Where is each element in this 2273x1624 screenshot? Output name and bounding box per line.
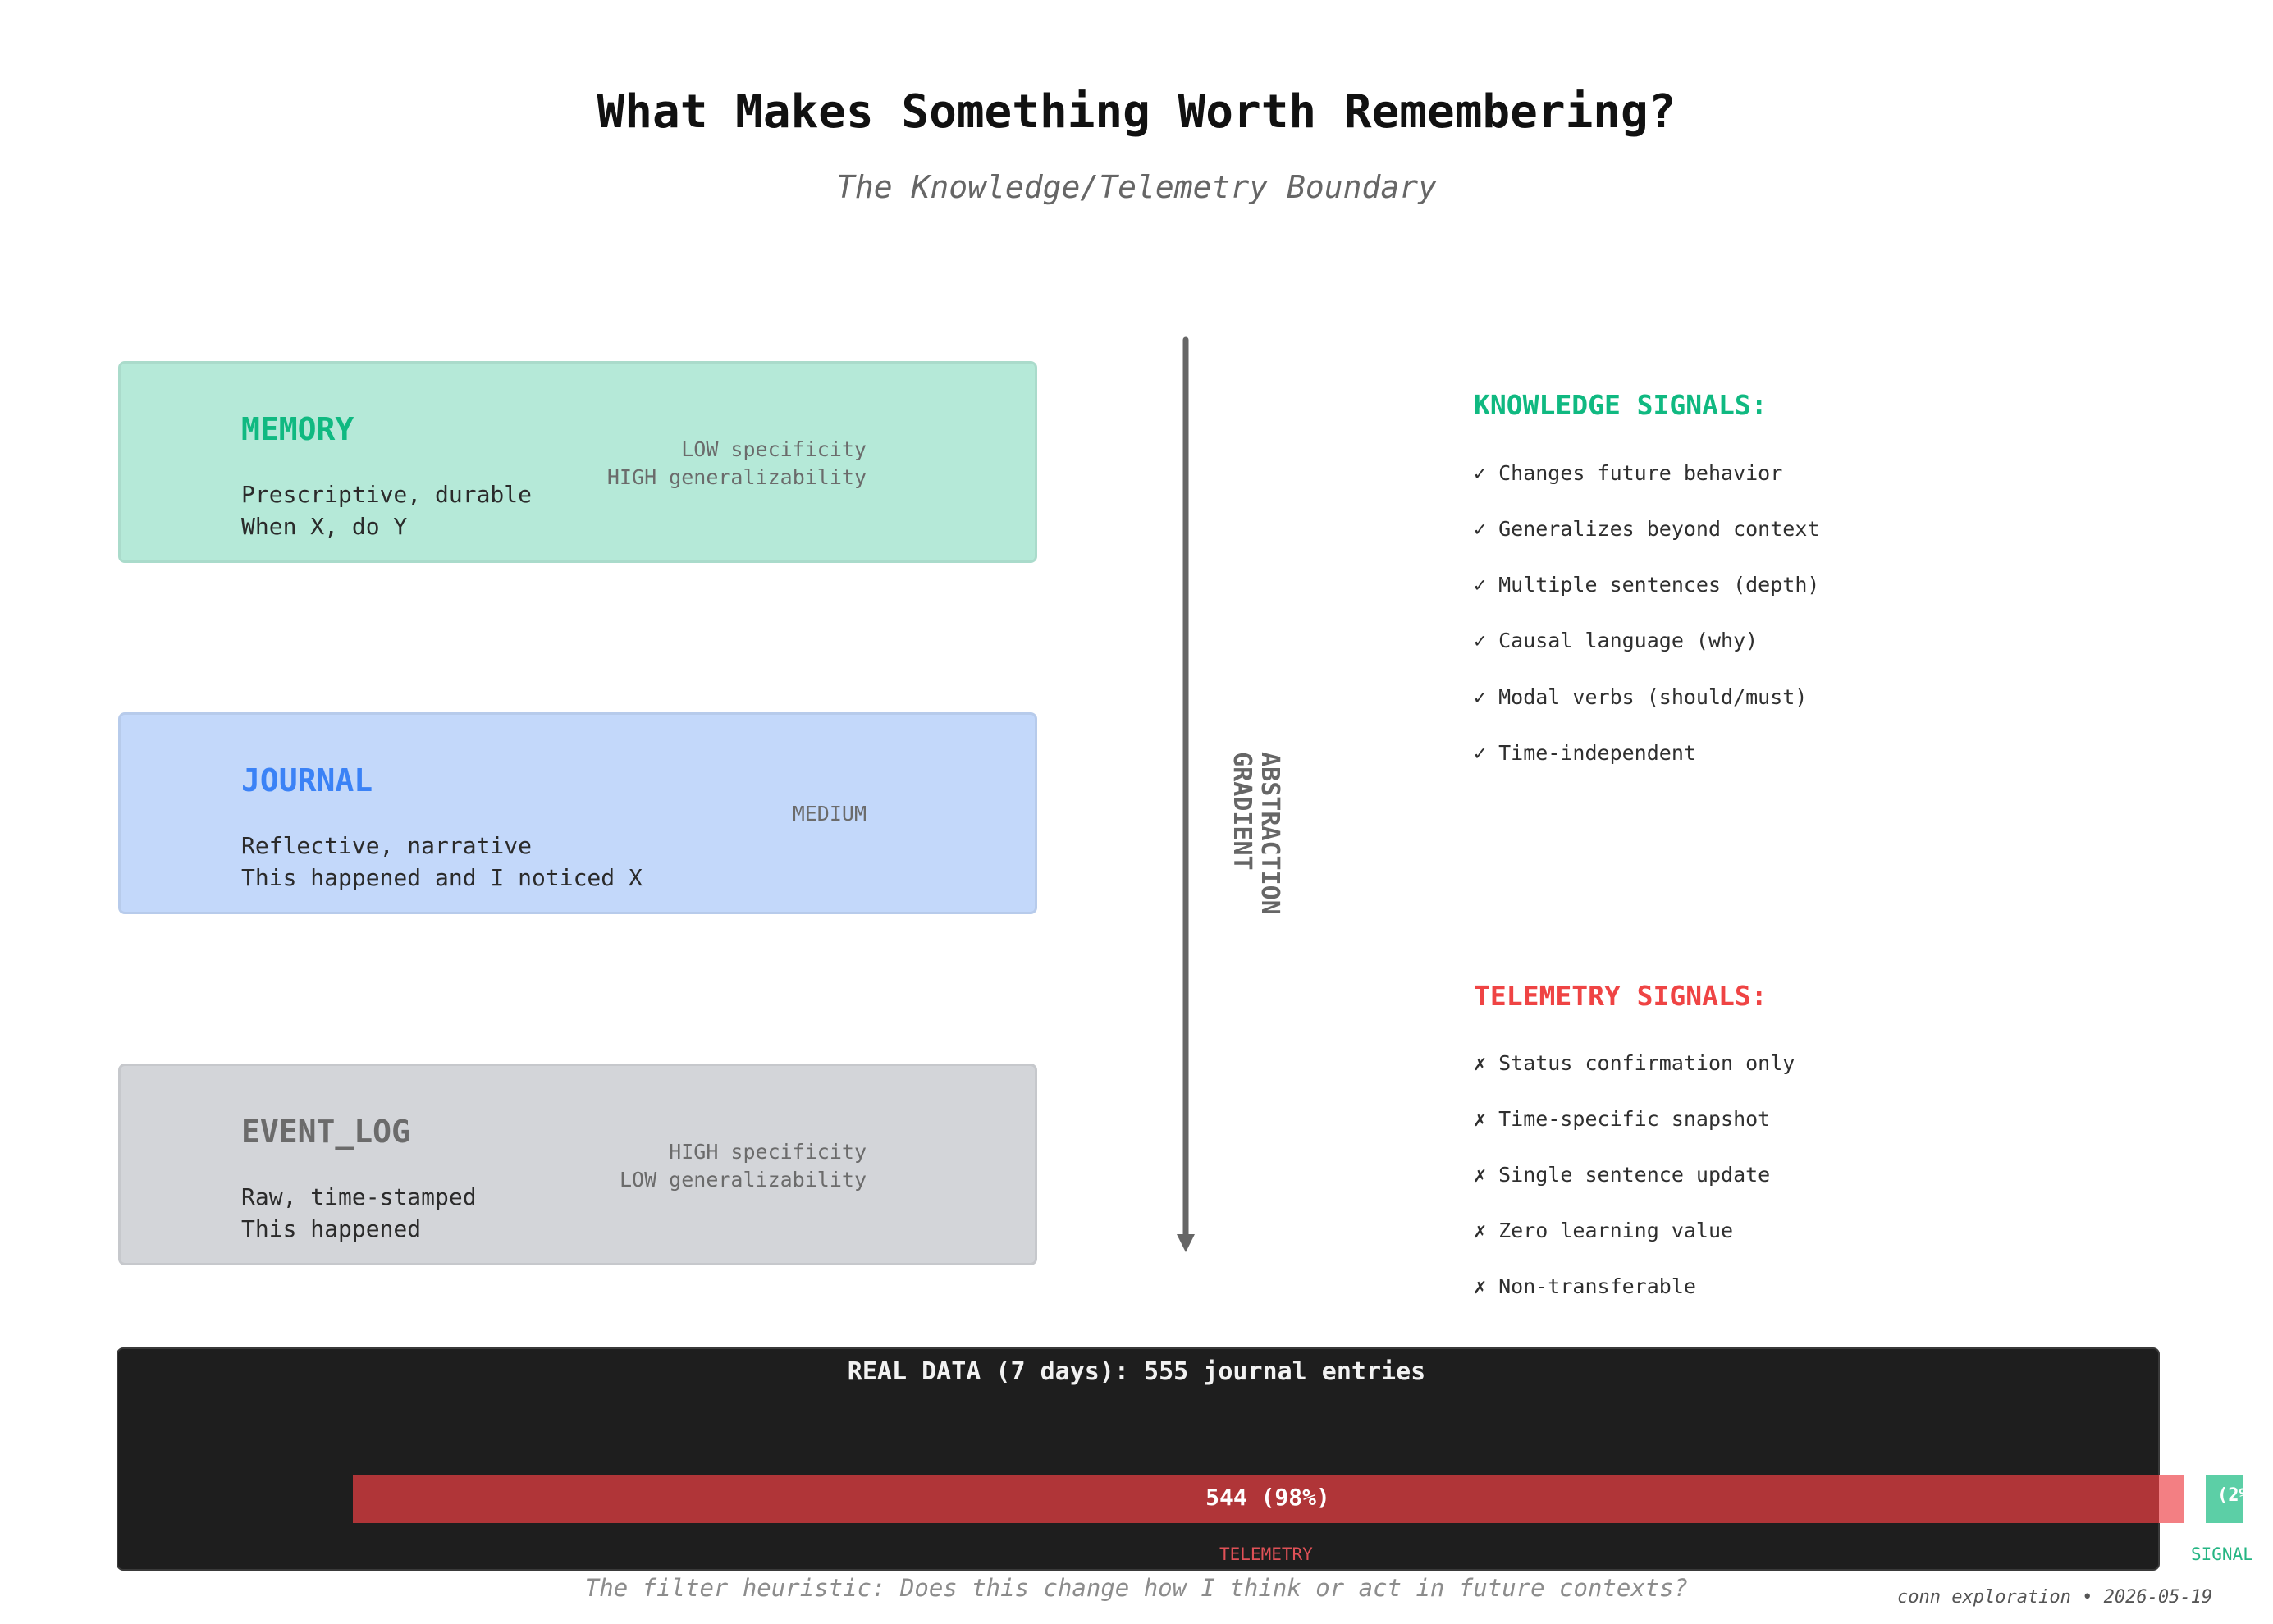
knowledge-signal-item: ✓ Multiple sentences (depth): [1474, 573, 1820, 597]
knowledge-signal-item: ✓ Modal verbs (should/must): [1474, 685, 1808, 709]
tier-description-line: This happened and I noticed X: [241, 864, 643, 891]
telemetry-bar: [353, 1475, 2183, 1523]
tier-scale: MEDIUM: [793, 800, 867, 828]
tier-scale: HIGH specificity LOW generalizability: [620, 1138, 867, 1194]
knowledge-signal-item: ✓ Generalizes beyond context: [1474, 517, 1820, 541]
tier-description-line: When X, do Y: [241, 513, 408, 540]
journal-tier-box: JOURNAL Reflective, narrative This happe…: [118, 712, 1037, 914]
tier-description: Reflective, narrative This happened and …: [241, 830, 643, 894]
event-log-tier-box: EVENT_LOG Raw, time-stamped This happene…: [118, 1064, 1037, 1265]
telemetry-bar-label: 544 (98%): [1205, 1484, 1330, 1511]
knowledge-signal-item: ✓ Causal language (why): [1474, 629, 1758, 652]
tier-description-line: Reflective, narrative: [241, 832, 533, 859]
tier-description: Prescriptive, durable When X, do Y: [241, 478, 532, 542]
tier-scale: LOW specificity HIGH generalizability: [607, 436, 867, 492]
gradient-label: ABSTRACTION GRADIENT: [1228, 722, 1311, 915]
tier-name: MEMORY: [241, 411, 354, 447]
gradient-arrow-head: [1177, 1234, 1195, 1252]
tier-scale-line: MEDIUM: [792, 802, 867, 826]
knowledge-signal-item: ✓ Time-independent: [1474, 741, 1696, 765]
telemetry-bar-end: [2159, 1475, 2184, 1523]
filter-heuristic-footer: The filter heuristic: Does this change h…: [584, 1574, 1689, 1602]
tier-name: EVENT_LOG: [241, 1114, 410, 1150]
knowledge-signal-item: ✓ Changes future behavior: [1474, 461, 1783, 485]
tier-description-line: This happened: [241, 1215, 422, 1242]
tier-scale-line: HIGH generalizability: [606, 465, 867, 489]
tier-scale-line: LOW specificity: [681, 437, 867, 461]
abstraction-gradient-arrow: [1177, 336, 1195, 1252]
credit-line: conn exploration • 2026-05-19: [1897, 1587, 2213, 1608]
telemetry-signal-item: ✗ Time-specific snapshot: [1474, 1107, 1771, 1131]
telemetry-signal-item: ✗ Zero learning value: [1474, 1219, 1734, 1242]
signal-caption: SIGNAL: [2191, 1544, 2253, 1564]
telemetry-signals-heading: TELEMETRY SIGNALS:: [1474, 980, 1768, 1012]
knowledge-signals-heading: KNOWLEDGE SIGNALS:: [1474, 389, 1768, 421]
tier-description-line: Prescriptive, durable: [241, 481, 533, 508]
real-data-panel: [117, 1347, 2160, 1571]
tier-scale-line: HIGH specificity: [669, 1140, 867, 1164]
memory-tier-box: MEMORY Prescriptive, durable When X, do …: [118, 361, 1037, 563]
gradient-label-line: ABSTRACTION: [1255, 752, 1284, 915]
tier-description-line: Raw, time-stamped: [241, 1183, 477, 1210]
gradient-label-line: GRADIENT: [1228, 752, 1256, 871]
telemetry-signal-item: ✗ Status confirmation only: [1474, 1051, 1795, 1075]
tier-scale-line: LOW generalizability: [619, 1168, 867, 1192]
real-data-heading: REAL DATA (7 days): 555 journal entries: [847, 1357, 1426, 1386]
page-title: What Makes Something Worth Remembering?: [597, 85, 1676, 139]
telemetry-caption: TELEMETRY: [1219, 1544, 1313, 1564]
tier-name: JOURNAL: [241, 762, 373, 798]
page-subtitle: The Knowledge/Telemetry Boundary: [835, 169, 1438, 205]
tier-description: Raw, time-stamped This happened: [241, 1181, 477, 1245]
signal-bar-label: (2%): [2217, 1485, 2243, 1506]
signal-bar: (2%): [2206, 1475, 2243, 1523]
telemetry-signal-item: ✗ Non-transferable: [1474, 1274, 1696, 1298]
telemetry-signal-item: ✗ Single sentence update: [1474, 1163, 1771, 1187]
